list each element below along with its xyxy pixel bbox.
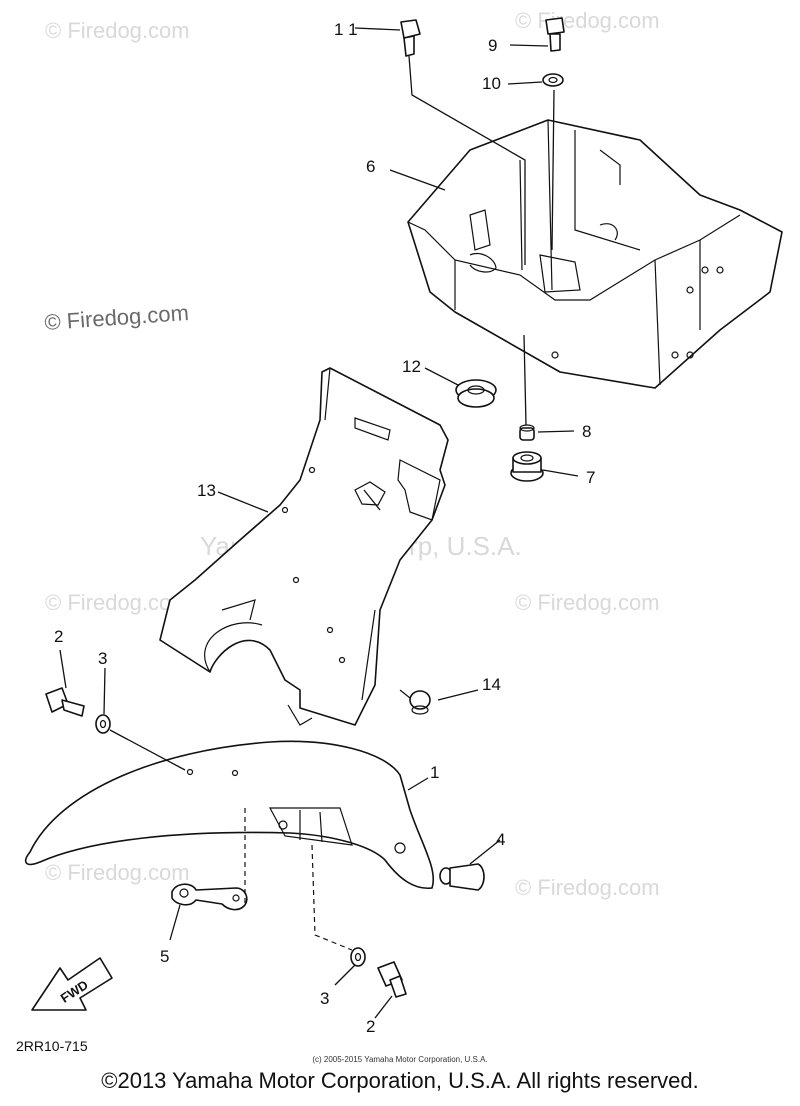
callout-12: 12	[402, 357, 421, 376]
leader-lines	[59, 27, 579, 1019]
callout-3-top: 3	[98, 649, 107, 668]
watermark-firedog-1: © Firedog.com	[45, 18, 190, 43]
diagram-code: 2RR10-715	[16, 1038, 88, 1054]
damper-part	[510, 451, 544, 482]
callout-5: 5	[160, 947, 169, 966]
clip-part-4	[439, 863, 485, 891]
copyright-notice: ©2013 Yamaha Motor Corporation, U.S.A. A…	[101, 1068, 699, 1093]
callout-13: 13	[197, 481, 216, 500]
callout-3-bottom: 3	[320, 989, 329, 1008]
bolt-part-9	[545, 17, 565, 52]
callout-8: 8	[582, 422, 591, 441]
watermark-firedog-5: © Firedog.com	[515, 590, 660, 615]
callout-1: 1	[430, 763, 439, 782]
panel-part	[159, 367, 449, 726]
collar-part	[519, 424, 535, 441]
callout-numbers: 1 1 9 10 6 12 8 7 13 14 2 3 1 4 5 3 2	[54, 20, 595, 1036]
callout-6: 6	[366, 157, 375, 176]
watermark-firedog-7: © Firedog.com	[515, 875, 660, 900]
callout-7: 7	[586, 468, 595, 487]
callout-4: 4	[496, 830, 505, 849]
callout-14: 14	[482, 675, 501, 694]
screw-part-14	[399, 689, 431, 715]
callout-11: 1 1	[334, 20, 358, 39]
bolt-part-11	[400, 19, 421, 57]
watermark-firedog-6: © Firedog.com	[45, 860, 190, 885]
small-credit: (c) 2005-2015 Yamaha Motor Corporation, …	[312, 1055, 488, 1064]
bracket-part-5	[171, 883, 248, 911]
callout-10: 10	[482, 74, 501, 93]
grommet-part	[455, 379, 497, 408]
callout-9: 9	[488, 36, 497, 55]
callout-2-bottom: 2	[366, 1017, 375, 1036]
watermark-firedog-2: © Firedog.com	[515, 8, 660, 33]
battery-box-part	[407, 119, 783, 389]
washer-part-3-bottom	[350, 947, 366, 967]
bolt-part-2-bottom	[377, 961, 407, 998]
washer-part-10	[542, 73, 564, 87]
callout-2-top: 2	[54, 627, 63, 646]
watermark-firedog-main: © Firedog.com	[44, 300, 190, 335]
bolt-part-2-top	[45, 687, 85, 717]
washer-part-3-top	[95, 714, 111, 734]
fender-part	[24, 740, 434, 889]
watermark-firedog-4: © Firedog.com	[45, 590, 190, 615]
fwd-arrow-icon: FWD	[31, 957, 113, 1011]
